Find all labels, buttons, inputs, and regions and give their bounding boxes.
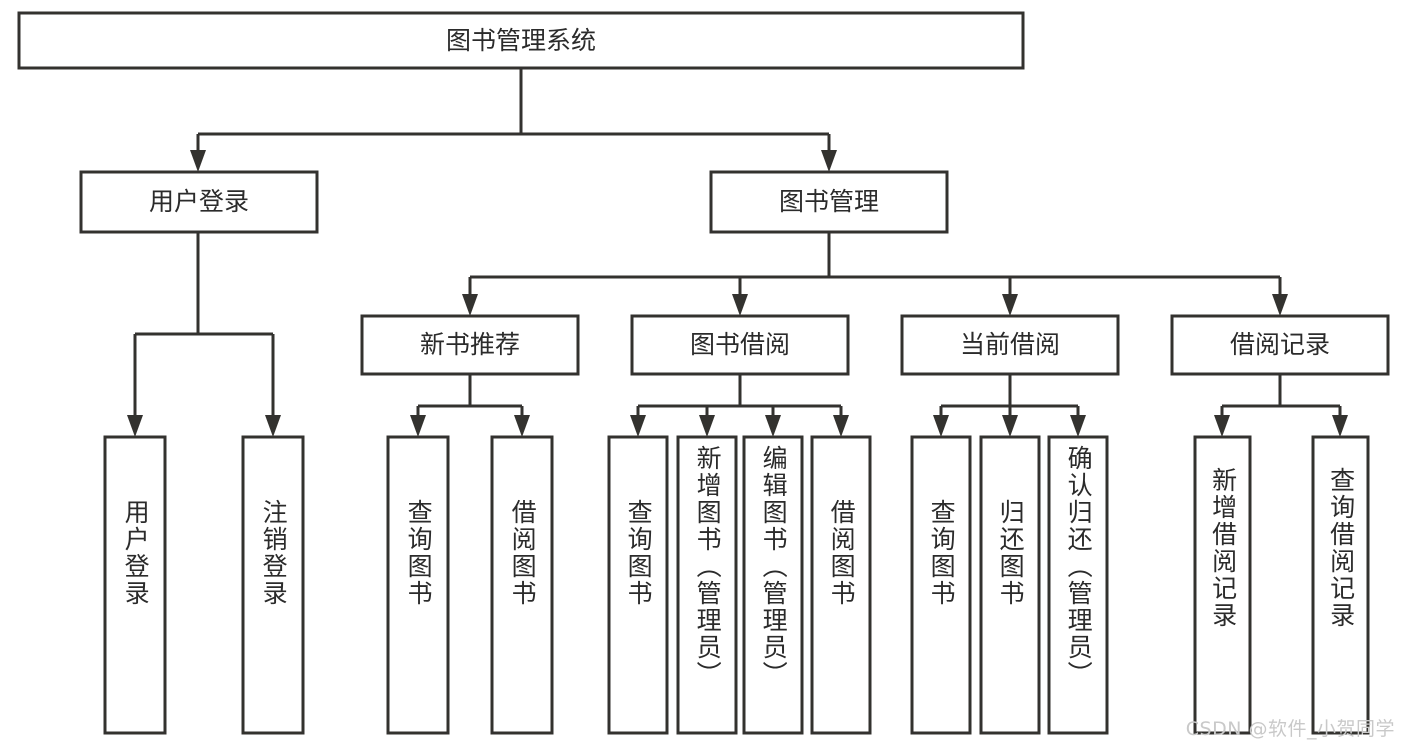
leaf-borrow-record-query-record[interactable] [1311, 435, 1370, 735]
node-current-borrow-label: 当前借阅 [960, 330, 1060, 359]
arrow-user-login-leaf-2 [265, 415, 281, 437]
arrow-bb-leaf-1 [630, 415, 646, 437]
node-root-book-management-system[interactable] [17, 11, 1025, 70]
leaf-current-borrow-confirm-return-admin[interactable] [1047, 435, 1109, 735]
connector-group-current-borrow [933, 374, 1086, 437]
node-user-login-label: 用户登录 [149, 187, 249, 216]
csdn-watermark: CSDN @软件_小贺同学 [1185, 718, 1395, 740]
node-current-borrow[interactable] [900, 314, 1120, 376]
node-book-management-label: 图书管理 [779, 187, 879, 216]
node-new-book-recommend[interactable] [360, 314, 580, 376]
connector-group-user-login [127, 232, 281, 437]
leaf-new-book-query-book[interactable] [386, 435, 450, 735]
leaf-borrow-record-add-record[interactable] [1193, 435, 1252, 735]
node-borrow-record[interactable] [1170, 314, 1390, 376]
node-new-book-recommend-label: 新书推荐 [420, 330, 520, 359]
node-book-management[interactable] [709, 170, 949, 234]
arrow-bm-to-new-book [462, 294, 478, 316]
connector-group-book-manage [462, 232, 1288, 316]
leaf-book-borrow-query-book[interactable] [607, 435, 669, 735]
leaf-book-borrow-borrow-book[interactable] [810, 435, 872, 735]
arrow-nb-leaf-1 [410, 415, 426, 437]
arrow-bb-leaf-3 [765, 415, 781, 437]
leaf-book-borrow-edit-book-admin[interactable] [742, 435, 804, 735]
arrow-br-leaf-2 [1332, 415, 1348, 437]
arrow-br-leaf-1 [1214, 415, 1230, 437]
connector-group-book-borrow [630, 374, 849, 437]
leaf-current-borrow-return-book[interactable] [979, 435, 1041, 735]
node-root-label: 图书管理系统 [446, 26, 596, 55]
arrow-cb-leaf-2 [1002, 415, 1018, 437]
leaf-book-borrow-add-book-admin[interactable] [676, 435, 738, 735]
leaf-new-book-borrow-book[interactable] [490, 435, 554, 735]
arrow-bm-to-borrow-record [1272, 294, 1288, 316]
node-borrow-record-label: 借阅记录 [1230, 330, 1330, 359]
arrow-bb-leaf-2 [699, 415, 715, 437]
connector-group-root [190, 68, 837, 172]
arrow-user-login-leaf-1 [127, 415, 143, 437]
arrow-cb-leaf-1 [933, 415, 949, 437]
arrow-bm-to-book-borrow [732, 294, 748, 316]
leaf-current-borrow-query-book[interactable] [910, 435, 972, 735]
connector-group-borrow-record [1214, 374, 1348, 437]
arrow-root-to-book-manage [821, 150, 837, 172]
node-user-login[interactable] [79, 170, 319, 234]
arrow-bm-to-current-borrow [1002, 294, 1018, 316]
arrow-nb-leaf-2 [514, 415, 530, 437]
leaf-user-login-logout[interactable] [241, 435, 305, 735]
leaf-user-login-user-login[interactable] [103, 435, 167, 735]
connector-group-new-book [410, 374, 530, 437]
arrow-root-to-user-login [190, 150, 206, 172]
node-book-borrow[interactable] [630, 314, 850, 376]
arrow-bb-leaf-4 [833, 415, 849, 437]
arrow-cb-leaf-3 [1070, 415, 1086, 437]
node-book-borrow-label: 图书借阅 [690, 330, 790, 359]
